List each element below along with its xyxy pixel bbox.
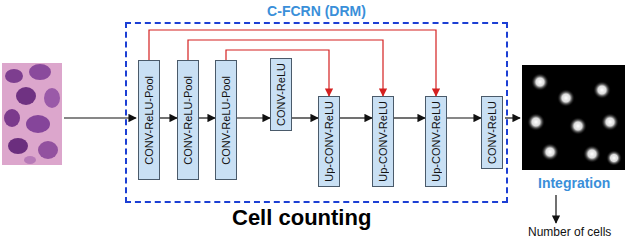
layer-label: Up-CONV-ReLU (324, 101, 335, 182)
output-label: Number of cells (528, 225, 611, 239)
layer-box: CONV-ReLU (270, 58, 292, 131)
layer-label: CONV-ReLU (276, 63, 287, 126)
flow-arrow (237, 117, 270, 118)
layer-label: CONV-ReLU-Pool (144, 76, 155, 165)
region-title: C-FCRN (DRM) (127, 3, 506, 19)
flow-arrow (394, 117, 425, 118)
layer-label: CONV-ReLU-Pool (221, 76, 232, 165)
flow-arrow (340, 117, 372, 118)
layer-label: CONV-ReLU-Pool (183, 76, 194, 165)
layer-box: CONV-ReLU-Pool (138, 60, 160, 180)
flow-arrow (292, 117, 318, 118)
layer-box: Up-CONV-ReLU (318, 96, 340, 187)
flow-arrow (447, 117, 481, 118)
step-label: Integration (538, 175, 610, 191)
density-map (522, 65, 625, 170)
layer-box: Up-CONV-ReLU (425, 96, 447, 187)
section-caption: Cell counting (232, 205, 371, 231)
layer-box: Up-CONV-ReLU (372, 96, 394, 187)
layer-box: CONV-ReLU-Pool (177, 60, 199, 180)
layer-label: Up-CONV-ReLU (431, 101, 442, 182)
layer-box: CONV-ReLU-Pool (215, 60, 237, 180)
layer-box: CONV-ReLU (481, 96, 503, 169)
integration-arrow (555, 195, 556, 223)
histology-image (2, 63, 62, 165)
network-region: C-FCRN (DRM)CONV-ReLU-PoolCONV-ReLU-Pool… (125, 22, 508, 203)
layer-label: Up-CONV-ReLU (378, 101, 389, 182)
flow-arrow (160, 117, 177, 118)
flow-arrow (199, 117, 215, 118)
layer-label: CONV-ReLU (487, 101, 498, 164)
